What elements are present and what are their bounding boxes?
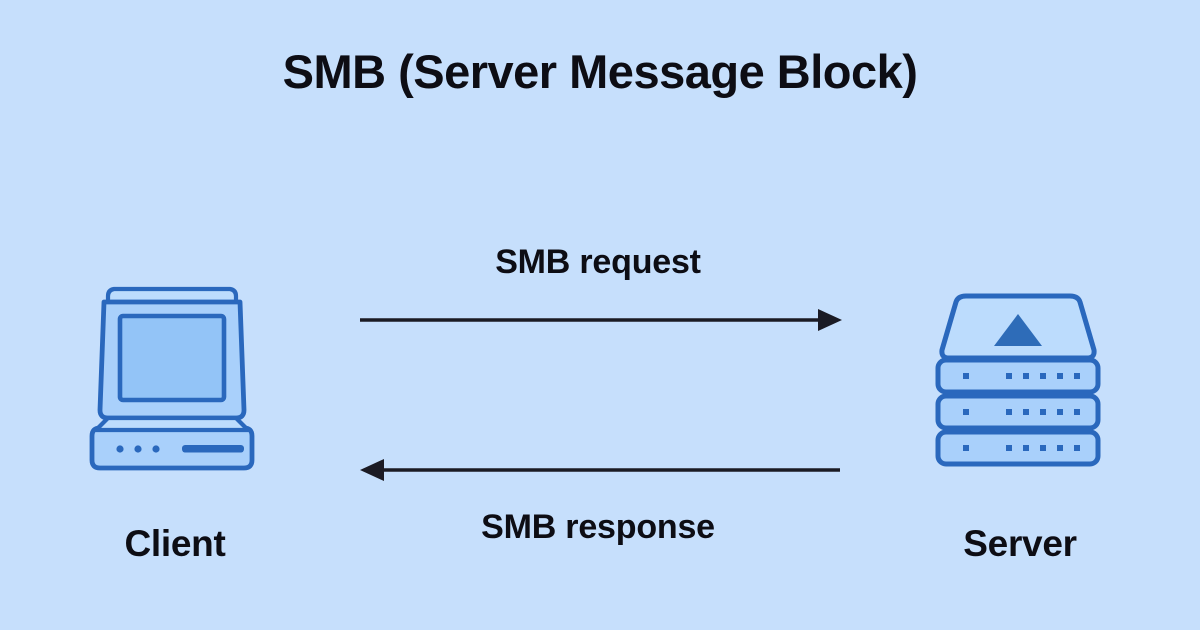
smb-request-arrow (360, 309, 842, 331)
page-title: SMB (Server Message Block) (282, 45, 918, 98)
server-label: Server (963, 523, 1077, 564)
smb-request-label: SMB request (495, 243, 701, 281)
client-node (78, 278, 278, 483)
server-node (918, 288, 1118, 483)
server-rack-icon (935, 293, 1101, 467)
triangle-up-icon (994, 314, 1042, 346)
smb-response-arrow (360, 459, 840, 481)
client-label: Client (124, 523, 226, 564)
arrowhead-right-icon (818, 309, 842, 331)
smb-response-label: SMB response (481, 508, 715, 546)
arrowhead-left-icon (360, 459, 384, 481)
desktop-computer-icon (89, 286, 255, 471)
